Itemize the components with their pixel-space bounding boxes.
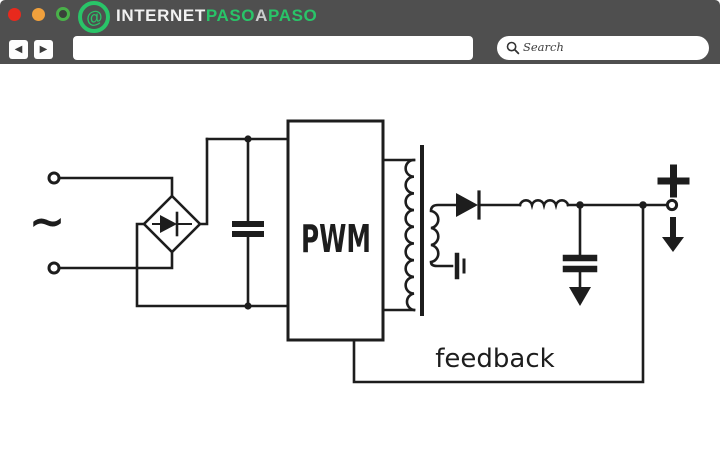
brand-title: INTERNETPASOAPASO — [116, 6, 317, 26]
dc-output-terminal — [657, 164, 690, 252]
transformer — [381, 145, 466, 316]
brand-word-internet: INTERNET — [116, 6, 206, 25]
brand-word-paso1: PASO — [205, 6, 256, 25]
brand-word-a: A — [255, 6, 269, 25]
inductor-icon — [518, 199, 570, 211]
window-controls — [8, 7, 70, 21]
junction-dot — [244, 135, 252, 143]
logo-glyph: @ — [83, 5, 105, 29]
primary-winding — [404, 158, 416, 312]
bridge-diode-icon — [160, 215, 177, 233]
feedback-label: feedback — [435, 344, 554, 374]
ac-input-source: ~ — [29, 171, 174, 275]
input-filter-capacitor — [232, 135, 264, 310]
ground-arrow-icon — [569, 287, 591, 306]
browser-titlebar: @ INTERNETPASOAPASO ◀ ▶ — [0, 0, 720, 64]
bridge-rectifier — [135, 137, 290, 308]
output-inductor — [518, 199, 669, 211]
back-icon: ◀ — [14, 43, 23, 55]
forward-icon: ▶ — [39, 43, 48, 55]
pwm-block: PWM — [286, 119, 385, 342]
search-icon — [506, 41, 520, 55]
output-filter-capacitor — [562, 203, 598, 306]
search-input[interactable] — [523, 38, 673, 58]
back-button[interactable]: ◀ — [9, 40, 28, 59]
search-box[interactable] — [497, 36, 709, 60]
ac-symbol: ~ — [29, 197, 66, 248]
junction-dot — [244, 302, 252, 310]
diode-icon — [456, 193, 478, 217]
brand-word-paso2: PASO — [268, 6, 318, 25]
feedback-path: feedback — [352, 203, 645, 384]
forward-button[interactable]: ▶ — [34, 40, 53, 59]
pwm-label: PWM — [301, 217, 371, 261]
minimize-window-icon[interactable] — [32, 7, 45, 21]
close-window-icon[interactable] — [8, 7, 21, 21]
maximize-window-icon[interactable] — [56, 7, 70, 21]
address-input[interactable] — [73, 36, 473, 60]
output-diode — [456, 190, 522, 220]
brand-logo-icon: @ — [78, 1, 110, 33]
secondary-winding — [429, 203, 457, 268]
output-terminal — [665, 198, 679, 212]
